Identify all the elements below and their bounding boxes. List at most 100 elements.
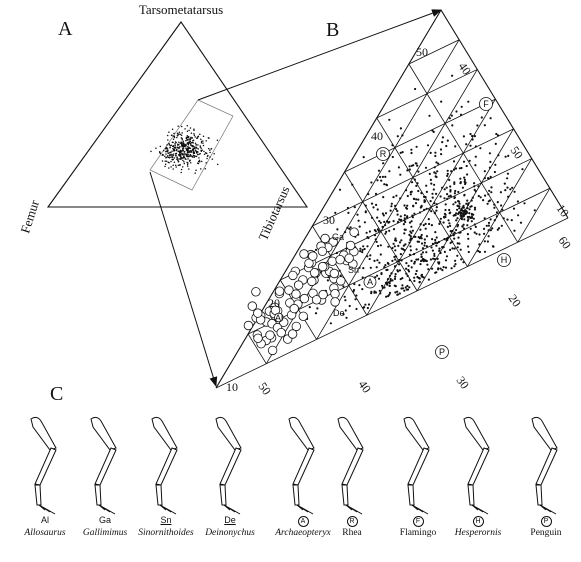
bird-point xyxy=(489,175,492,178)
bird-point xyxy=(352,288,356,292)
bird-point xyxy=(453,181,456,184)
bird-point xyxy=(364,211,367,214)
bird-point-a xyxy=(178,158,181,160)
bird-point xyxy=(361,248,364,252)
bird-point xyxy=(383,220,386,223)
bird-point-a xyxy=(173,132,175,135)
bird-point-a xyxy=(186,124,189,127)
bird-point xyxy=(392,242,395,245)
bird-point-a xyxy=(177,160,180,163)
bird-point xyxy=(344,309,347,312)
bird-point xyxy=(406,204,409,207)
bird-point xyxy=(378,220,381,223)
bird-point xyxy=(358,266,361,269)
bird-point xyxy=(376,274,379,277)
theropod-circle xyxy=(299,293,310,304)
bird-point xyxy=(408,286,411,289)
bird-point-a xyxy=(183,143,185,145)
bird-point xyxy=(415,258,418,261)
bird-point xyxy=(316,307,319,310)
bird-point xyxy=(394,258,397,261)
bird-point-a xyxy=(197,148,199,150)
bird-point xyxy=(456,223,460,227)
bird-point xyxy=(473,185,476,188)
scatter-b xyxy=(306,74,536,325)
bird-point-a xyxy=(187,135,190,138)
bird-point xyxy=(467,218,470,221)
bird-point xyxy=(378,261,381,264)
bird-point xyxy=(420,233,423,237)
bird-point-a xyxy=(173,146,176,148)
bird-point-a xyxy=(186,152,189,154)
bird-point xyxy=(421,247,425,250)
bird-point xyxy=(493,203,496,206)
bird-point xyxy=(347,211,350,214)
bird-point xyxy=(433,166,436,169)
bird-point-a xyxy=(183,162,186,165)
bird-point-a xyxy=(164,160,166,162)
bird-point xyxy=(342,285,345,288)
bird-point xyxy=(387,221,390,224)
bird-point-a xyxy=(185,154,188,156)
bird-point xyxy=(434,154,437,158)
bird-point-a xyxy=(185,137,188,139)
bird-point-a xyxy=(216,163,219,166)
bird-point xyxy=(308,306,311,309)
bird-point-a xyxy=(165,146,168,149)
bird-point xyxy=(425,251,428,254)
bird-point xyxy=(395,194,398,197)
bird-point xyxy=(483,217,486,220)
bird-point-a xyxy=(192,145,195,148)
bird-point xyxy=(399,253,402,256)
bird-point xyxy=(470,220,473,223)
bird-point xyxy=(336,228,339,231)
grid-line-c xyxy=(344,98,496,173)
caption-name-penguin: Penguin xyxy=(530,528,562,538)
bird-point-a xyxy=(210,148,212,150)
theropod-circle xyxy=(304,258,314,269)
bird-point xyxy=(465,202,468,205)
bird-point-a xyxy=(166,147,168,150)
bird-point xyxy=(430,182,433,185)
bird-point xyxy=(454,201,457,204)
bird-point xyxy=(385,184,388,187)
caption-abbr-allosaurus: Al xyxy=(40,515,49,525)
bird-point xyxy=(432,257,435,260)
bird-point xyxy=(376,216,379,219)
bird-point-a xyxy=(181,166,184,168)
bird-point-a xyxy=(188,140,190,142)
bird-point-a xyxy=(199,146,202,148)
bird-point xyxy=(439,195,442,198)
bird-point xyxy=(431,267,434,270)
bird-point xyxy=(428,208,431,211)
bird-point xyxy=(386,220,389,223)
bird-point xyxy=(411,181,414,184)
grid-line-a xyxy=(247,333,267,364)
bird-point xyxy=(458,242,461,245)
bird-point xyxy=(361,288,364,291)
bird-point xyxy=(436,242,439,245)
bird-point xyxy=(443,216,446,219)
bird-point-a xyxy=(184,157,186,160)
panel-b-letter: B xyxy=(326,19,339,41)
hindlimb-7 xyxy=(403,416,430,515)
bird-point xyxy=(452,234,455,237)
bird-point-a xyxy=(168,143,171,146)
bird-point xyxy=(417,236,420,239)
theropod-circle xyxy=(253,308,263,318)
bird-point xyxy=(406,169,409,172)
bird-point xyxy=(506,218,509,221)
axis-tick: 50 xyxy=(508,144,526,162)
theropod-circle xyxy=(308,251,318,261)
bird-point-a xyxy=(209,156,211,158)
bird-point xyxy=(419,228,422,231)
bird-point xyxy=(447,219,450,222)
bird-point-a xyxy=(171,128,174,131)
bird-point xyxy=(405,272,408,275)
bird-point xyxy=(413,197,416,200)
bird-point xyxy=(343,295,346,298)
bird-point xyxy=(354,298,357,301)
bird-point xyxy=(443,197,446,200)
bird-point xyxy=(429,258,432,261)
bird-point xyxy=(451,240,454,243)
